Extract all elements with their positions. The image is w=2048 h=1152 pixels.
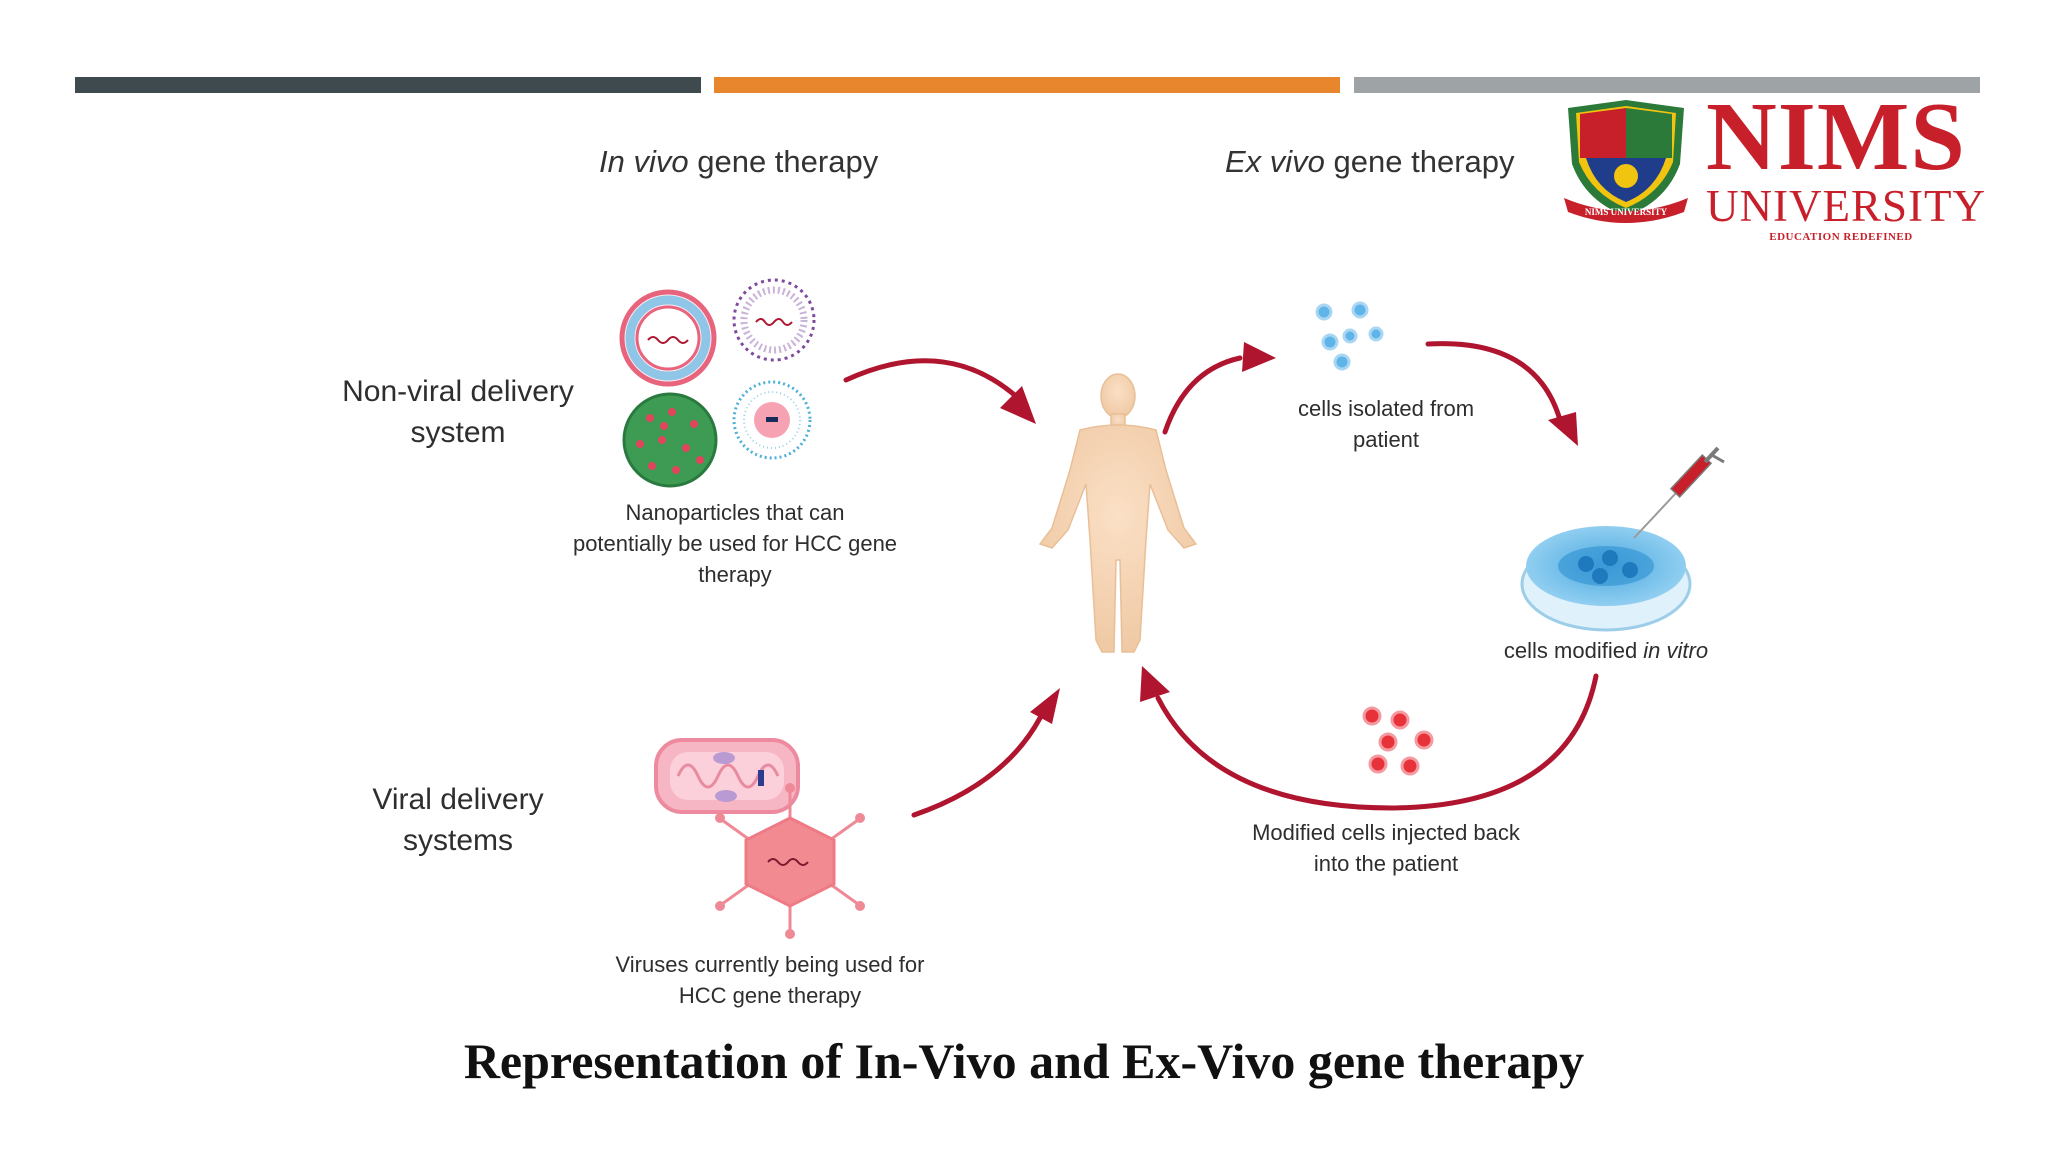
arrow-heads (1000, 342, 1578, 724)
viral-delivery-label: Viral delivery systems (318, 780, 598, 861)
cells-modified-text: cells modified (1503, 638, 1644, 663)
petri-dish-icon (1520, 526, 1692, 632)
blue-cells-icon (1315, 301, 1384, 371)
nanoparticles-caption: Nanoparticles that can potentially be us… (540, 498, 930, 590)
nanoparticle-dot (668, 408, 676, 416)
nims-university-logo: NIMS UNIVERSITY NIMS UNIVERSITY EDUCATIO… (1556, 88, 1986, 243)
polymer-nanoparticle-icon (622, 392, 718, 488)
logo-tagline: EDUCATION REDEFINED (1769, 231, 1913, 243)
dendrimer-icon (732, 380, 812, 460)
nanoparticle-dot (690, 420, 698, 428)
bacterium-icon (654, 738, 800, 814)
arrow-cells-to-dish (1425, 341, 1563, 423)
nanoparticle-dot (648, 462, 656, 470)
nanoparticle-dot (660, 422, 668, 430)
nanoparticles-line-3: therapy (698, 561, 772, 587)
injected-line-2: into the patient (1313, 850, 1459, 876)
in-vivo-heading: In vivo gene therapy (599, 143, 878, 182)
cells-isolated-line-1: cells isolated from (1297, 396, 1475, 421)
figure-caption: Representation of In-Vivo and Ex-Vivo ge… (463, 1033, 1585, 1089)
ex-vivo-heading-rest: gene therapy (1324, 144, 1515, 179)
header-bar-orange (714, 77, 1340, 93)
cells-injected-caption: Modified cells injected back into the pa… (1206, 818, 1566, 880)
liposome-icon (619, 289, 717, 387)
injected-line-1: Modified cells injected back (1252, 820, 1520, 845)
red-cells-icon (1362, 706, 1434, 776)
arrows (843, 341, 1599, 818)
in-vivo-heading-italic: In vivo (599, 144, 689, 179)
nanoparticle-dot (636, 440, 644, 448)
nanoparticle-dot (696, 456, 704, 464)
arrow-nonviral-to-patient (843, 358, 1021, 401)
cells-modified-italic: in vitro (1643, 638, 1709, 663)
ex-vivo-heading-italic: Ex vivo (1225, 144, 1325, 179)
cells-isolated-caption: cells isolated from patient (1236, 394, 1536, 456)
header-bar-dark (75, 77, 701, 93)
arrow-patient-to-cells (1162, 355, 1243, 435)
cells-modified-caption: cells modified in vitro (1446, 636, 1766, 667)
nanoparticles-line-1: Nanoparticles that can (625, 500, 845, 525)
logo-sub: UNIVERSITY (1706, 181, 1986, 231)
micelle-icon (732, 278, 816, 362)
in-vivo-heading-rest: gene therapy (688, 144, 879, 179)
arrow-viral-to-patient (911, 715, 1043, 818)
crest-icon: NIMS UNIVERSITY (1564, 100, 1688, 223)
viral-line-2: systems (402, 823, 513, 857)
ex-vivo-heading: Ex vivo gene therapy (1225, 143, 1515, 182)
nanoparticle-dot (682, 444, 690, 452)
nanoparticle-dot (672, 466, 680, 474)
human-figure-icon (1038, 373, 1198, 653)
header-bar-gray (1354, 77, 1980, 93)
logo-name: NIMS (1706, 83, 1966, 191)
virus-icon (715, 783, 865, 939)
viruses-line-1: Viruses currently being used for (615, 952, 925, 977)
non-viral-line-1: Non-viral delivery (342, 375, 574, 408)
syringe-icon (1633, 446, 1725, 539)
cells-isolated-line-2: patient (1352, 426, 1420, 452)
nanoparticle-dot (646, 414, 654, 422)
non-viral-line-2: system (410, 415, 506, 449)
viruses-line-2: HCC gene therapy (678, 982, 862, 1008)
non-viral-delivery-label: Non-viral delivery system (318, 372, 598, 453)
nanoparticles-line-2: potentially be used for HCC gene (572, 530, 898, 556)
nanoparticle-dot (658, 436, 666, 444)
crest-banner-text: NIMS UNIVERSITY (1585, 207, 1668, 217)
arrow-injected-back (1155, 673, 1599, 811)
viral-line-1: Viral delivery (372, 783, 544, 816)
viruses-caption: Viruses currently being used for HCC gen… (580, 950, 960, 1012)
